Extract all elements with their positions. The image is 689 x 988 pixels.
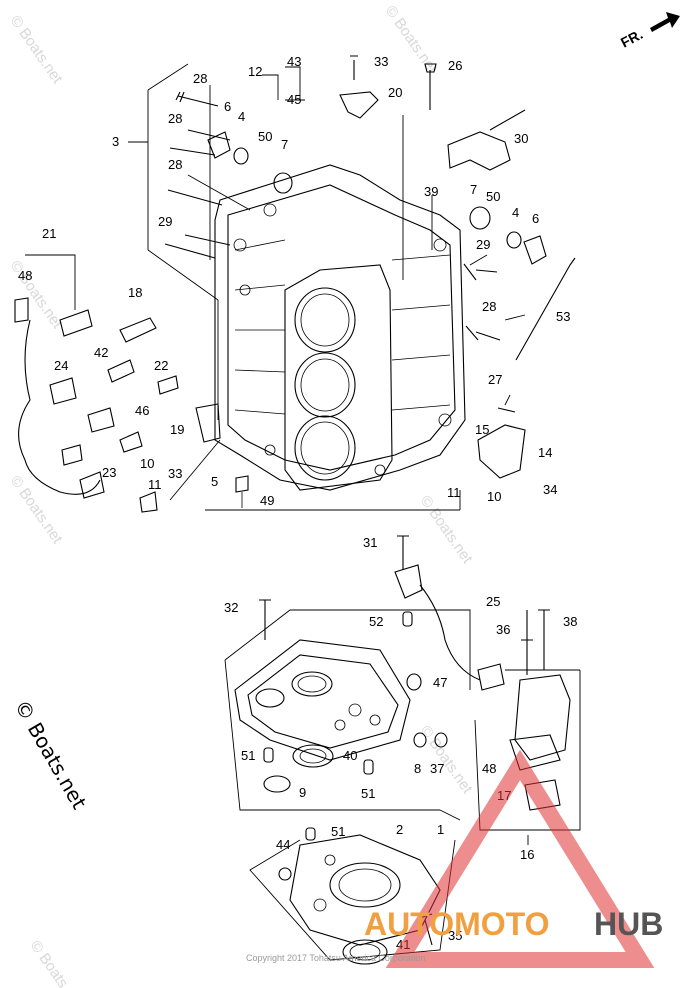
callout-29: 29 xyxy=(476,237,490,252)
callout-26: 26 xyxy=(448,58,462,73)
callout-40: 40 xyxy=(343,748,357,763)
callout-28: 28 xyxy=(193,71,207,86)
callout-50: 50 xyxy=(486,189,500,204)
brand-text-part1: AUTOMOTO xyxy=(364,906,549,942)
callout-4: 4 xyxy=(238,109,245,124)
callout-7: 7 xyxy=(470,182,477,197)
callout-3: 3 xyxy=(112,134,119,149)
callout-10: 10 xyxy=(140,456,154,471)
callout-28: 28 xyxy=(168,111,182,126)
callout-33: 33 xyxy=(374,54,388,69)
callout-10: 10 xyxy=(487,489,501,504)
callout-39: 39 xyxy=(424,184,438,199)
callout-47: 47 xyxy=(433,675,447,690)
background-watermarks: © Boats.net © Boats.net © Boats.net © Bo… xyxy=(7,3,476,988)
watermark-7: © Boats.net xyxy=(27,938,86,988)
callout-18: 18 xyxy=(128,285,142,300)
side-watermark: © Boats.net xyxy=(10,696,92,814)
callout-24: 24 xyxy=(54,358,68,373)
callout-51: 51 xyxy=(331,824,345,839)
watermark-3: © Boats.net xyxy=(7,258,66,333)
cylinder-block-assembly xyxy=(14,55,576,513)
watermark-5: © Boats.net xyxy=(417,493,476,568)
callout-8: 8 xyxy=(414,761,421,776)
callout-42: 42 xyxy=(94,345,108,360)
callout-11: 11 xyxy=(447,485,461,500)
callout-20: 20 xyxy=(388,85,402,100)
callout-2: 2 xyxy=(396,822,403,837)
callout-22: 22 xyxy=(154,358,168,373)
callout-46: 46 xyxy=(135,403,149,418)
callout-27: 27 xyxy=(488,372,502,387)
callout-21: 21 xyxy=(42,226,56,241)
callout-7: 7 xyxy=(281,137,288,152)
front-arrow-icon xyxy=(650,12,680,32)
lower-assembly xyxy=(224,535,581,965)
callout-6: 6 xyxy=(224,99,231,114)
callout-37: 37 xyxy=(430,761,444,776)
callout-30: 30 xyxy=(514,131,528,146)
copyright-text: Copyright 2017 Tohatsu America Corporati… xyxy=(246,953,425,963)
callout-31: 31 xyxy=(363,535,377,550)
callout-48: 48 xyxy=(18,268,32,283)
watermark-6: © Boats.net xyxy=(417,723,476,798)
brand-text-part2: HUB xyxy=(594,906,663,942)
callout-49: 49 xyxy=(260,493,274,508)
callout-6: 6 xyxy=(532,211,539,226)
callout-51: 51 xyxy=(241,748,255,763)
callout-14: 14 xyxy=(538,445,552,460)
callout-38: 38 xyxy=(563,614,577,629)
watermark-4: © Boats.net xyxy=(7,473,66,548)
brand-watermark: AUTOMOTO HUB xyxy=(364,749,663,968)
callout-5: 5 xyxy=(211,474,218,489)
callout-29: 29 xyxy=(158,214,172,229)
callout-11: 11 xyxy=(148,477,162,492)
callout-34: 34 xyxy=(543,482,557,497)
watermark-1: © Boats.net xyxy=(7,13,66,88)
callout-53: 53 xyxy=(556,309,570,324)
callout-32: 32 xyxy=(224,600,238,615)
callout-43: 43 xyxy=(287,54,301,69)
front-label: FR. xyxy=(618,26,645,51)
callout-4: 4 xyxy=(512,205,519,220)
front-direction-indicator: FR. xyxy=(618,12,680,51)
callout-19: 19 xyxy=(170,422,184,437)
callout-28: 28 xyxy=(168,157,182,172)
callout-52: 52 xyxy=(369,614,383,629)
callout-36: 36 xyxy=(496,622,510,637)
callout-1: 1 xyxy=(437,822,444,837)
callout-15: 15 xyxy=(475,422,489,437)
callout-51: 51 xyxy=(361,786,375,801)
callout-35: 35 xyxy=(448,928,462,943)
callout-9: 9 xyxy=(299,785,306,800)
callout-44: 44 xyxy=(276,837,290,852)
callout-45: 45 xyxy=(287,92,301,107)
callout-16: 16 xyxy=(520,847,534,862)
callout-50: 50 xyxy=(258,129,272,144)
callout-48: 48 xyxy=(482,761,496,776)
callout-25: 25 xyxy=(486,594,500,609)
callout-12: 12 xyxy=(248,64,262,79)
callout-33: 33 xyxy=(168,466,182,481)
callout-23: 23 xyxy=(102,465,116,480)
watermark-2: © Boats.net xyxy=(382,3,441,78)
callout-28: 28 xyxy=(482,299,496,314)
warning-triangle-icon xyxy=(385,749,655,968)
